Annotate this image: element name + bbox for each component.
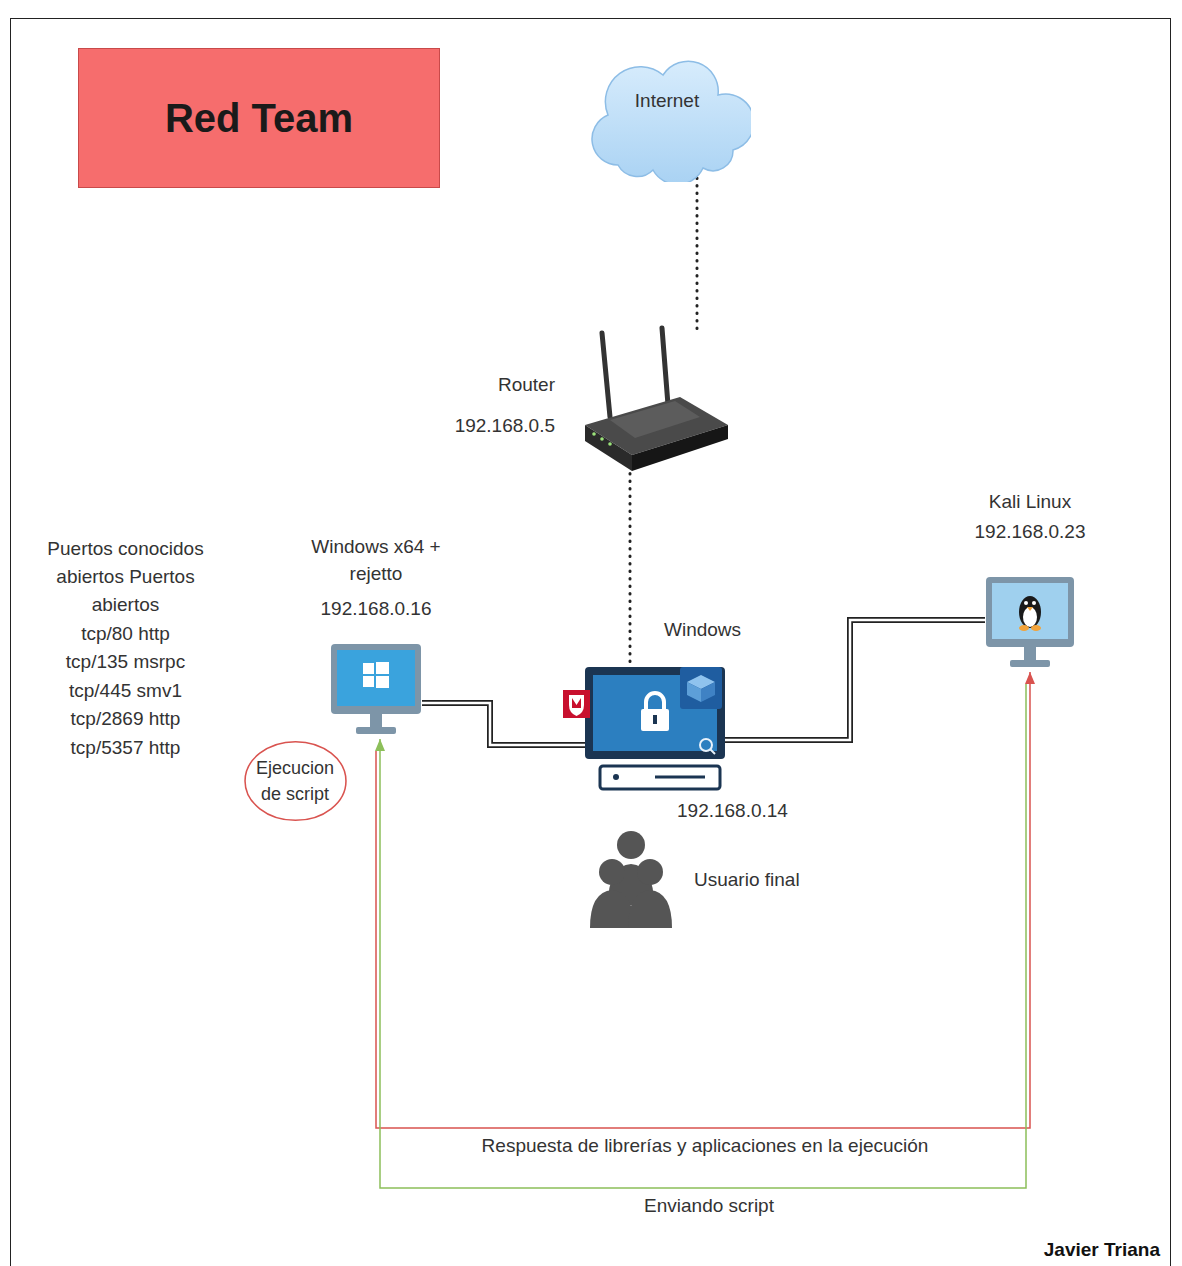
edge-label: Enviando script xyxy=(640,1192,778,1220)
flow-arrow xyxy=(376,672,1035,1128)
port-list-text: tcp/5357 http xyxy=(28,734,223,762)
title-box: Red Team xyxy=(78,48,440,188)
kali-node: Kali Linux192.168.0.23 xyxy=(985,576,1075,670)
ip-address: 192.168.0.14 xyxy=(677,797,817,824)
network-cable xyxy=(422,703,585,745)
cloud-node: Internet xyxy=(583,40,751,182)
circle-icon xyxy=(244,740,347,822)
connector-line xyxy=(376,672,1030,1128)
node-body: Internet xyxy=(583,40,751,182)
network-cable xyxy=(722,620,985,740)
connector-line xyxy=(422,703,585,745)
node-name: Red Team xyxy=(165,94,353,142)
flow-arrow xyxy=(375,684,1026,1188)
ip-address: 192.168.0.5 xyxy=(410,412,555,439)
node-name: Kali Linux xyxy=(945,488,1115,515)
port-list-text: Puertos conocidos abiertos Puertos abier… xyxy=(28,535,223,619)
port-list-text: tcp/135 msrpc xyxy=(28,648,223,676)
pc-icon xyxy=(560,662,725,792)
dotted-link xyxy=(697,178,698,330)
cloud-icon xyxy=(583,40,751,182)
router-node: Router192.168.0.5 xyxy=(580,325,730,473)
ip-address: 192.168.0.16 xyxy=(295,595,457,622)
users-icon xyxy=(590,831,672,928)
frame xyxy=(11,19,1171,1266)
connector-line xyxy=(722,620,985,740)
connector-line xyxy=(722,620,985,740)
node-name: Ejecucion de script xyxy=(254,755,337,807)
node-name: Router xyxy=(410,371,555,398)
connector-line xyxy=(380,684,1026,1188)
connector-line xyxy=(629,451,632,662)
arrow-head xyxy=(1025,672,1035,684)
author-label: Javier Triana xyxy=(1010,1236,1160,1264)
node-body: Ejecucion de script xyxy=(244,740,347,822)
port-list-text: tcp/80 http xyxy=(28,620,223,648)
ip-address: 192.168.0.23 xyxy=(945,518,1115,545)
win-icon xyxy=(330,643,422,737)
edge-label: Respuesta de librerías y aplicaciones en… xyxy=(478,1132,933,1160)
port-list-text: tcp/445 smv1 xyxy=(28,677,223,705)
node-body: Red Team xyxy=(79,49,439,187)
node-name: Internet xyxy=(635,87,699,114)
arrow-head xyxy=(375,739,385,751)
win-node: Windows x64 + rejetto192.168.0.16 xyxy=(330,643,422,737)
connector-line xyxy=(422,703,585,745)
port-list-text: tcp/2869 http xyxy=(28,705,223,733)
connector-line xyxy=(696,178,699,330)
kali-icon xyxy=(985,576,1075,670)
node-name: Windows x64 + rejetto xyxy=(295,533,457,587)
pc-node: Windows192.168.0.14 xyxy=(560,662,725,792)
user-label: Usuario final xyxy=(694,866,844,894)
router-icon xyxy=(580,325,730,473)
note-circle: Ejecucion de script xyxy=(244,740,347,822)
node-name: Windows xyxy=(664,616,764,643)
dotted-link xyxy=(630,451,631,662)
